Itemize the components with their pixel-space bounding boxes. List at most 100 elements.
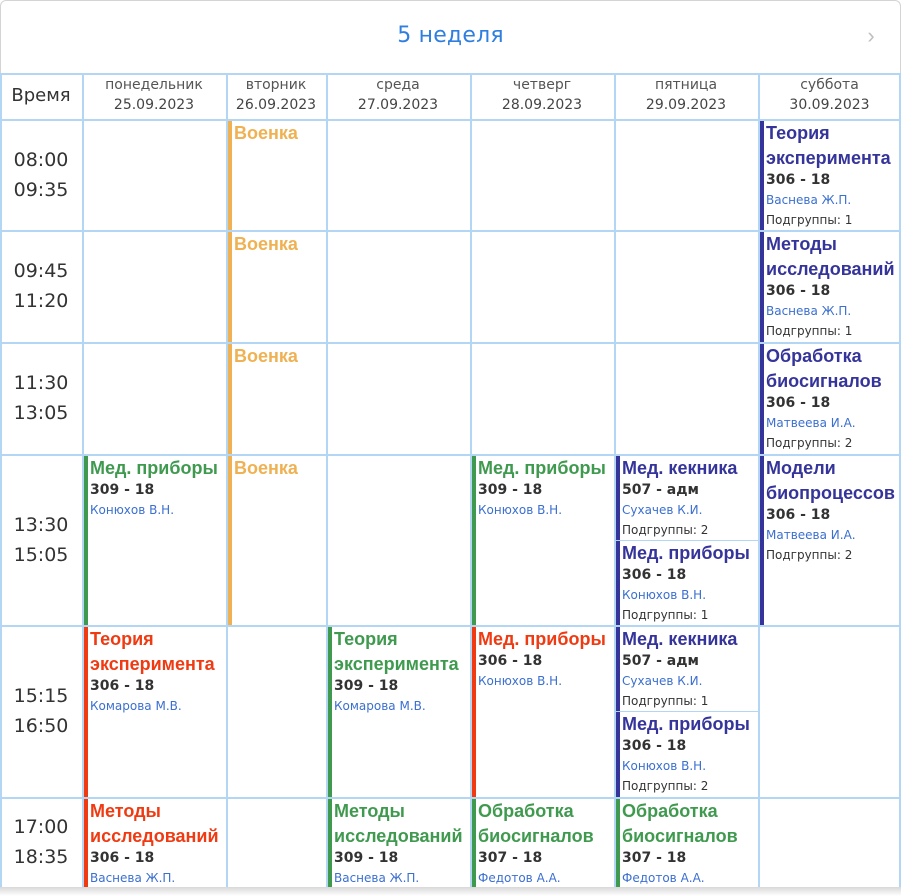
lesson-card[interactable]: Военка	[228, 232, 326, 342]
day-date: 30.09.2023	[789, 97, 870, 113]
chevron-right-icon[interactable]: ›	[867, 23, 875, 48]
lesson-card[interactable]: Военка	[228, 344, 326, 454]
lesson-color-bar	[84, 456, 88, 625]
grid-row-line	[0, 73, 901, 75]
lesson-card[interactable]: Военка	[228, 121, 326, 230]
lesson-subject: исследований	[334, 826, 463, 846]
lesson-teacher-link[interactable]: Сухачев К.И.	[622, 503, 703, 517]
lesson-teacher-link[interactable]: Конюхов В.Н.	[90, 503, 175, 517]
lesson-teacher-link[interactable]: Васнева Ж.П.	[90, 871, 176, 885]
lesson-teacher-link[interactable]: Васнева Ж.П.	[334, 871, 420, 885]
lesson-room: 306 - 18	[478, 653, 543, 669]
lesson-color-bar	[228, 121, 232, 230]
grid-column-line	[326, 73, 328, 887]
lesson-subgroup: Подгруппы: 2	[622, 779, 709, 793]
lesson-subject: Мед. приборы	[90, 458, 218, 478]
lesson-room: 309 - 18	[334, 850, 399, 866]
lesson-card[interactable]: Военка	[228, 456, 326, 625]
lesson-teacher-link[interactable]: Матвеева И.А.	[766, 416, 856, 430]
lesson-subject: Обработка	[622, 801, 718, 821]
lesson-content: Военка	[234, 121, 326, 230]
lesson-room: 309 - 18	[478, 482, 543, 498]
lesson-subject: Мед. кекника	[622, 458, 738, 478]
grid-column-line	[470, 73, 472, 887]
lesson-subject: Военка	[234, 234, 298, 254]
lesson-subgroup: Подгруппы: 1	[766, 324, 853, 338]
day-name: вторник	[245, 77, 307, 93]
lesson-teacher-link[interactable]: Федотов А.А.	[622, 871, 705, 885]
split-separator	[616, 540, 758, 541]
lesson-teacher-link[interactable]: Сухачев К.И.	[622, 674, 703, 688]
lesson-teacher-link[interactable]: Васнева Ж.П.	[766, 304, 852, 318]
lesson-subgroup: Подгруппы: 1	[766, 213, 853, 227]
lesson-subject: биосигналов	[478, 826, 594, 846]
lesson-room: 507 - адм	[622, 482, 699, 498]
lesson-teacher-link[interactable]: Конюхов В.Н.	[622, 588, 707, 602]
lesson-color-bar	[616, 799, 620, 887]
grid-column-line	[0, 73, 2, 887]
lesson-content: Военка	[234, 456, 326, 625]
day-date: 28.09.2023	[501, 97, 583, 113]
lesson-subgroup: Подгруппы: 2	[622, 523, 709, 537]
lesson-teacher-link[interactable]: Комарова М.В.	[334, 699, 426, 713]
lesson-room: 306 - 18	[766, 395, 831, 411]
lesson-teacher-link[interactable]: Матвеева И.А.	[766, 528, 856, 542]
slot-end-time: 18:35	[13, 846, 69, 868]
lesson-teacher-link[interactable]: Конюхов В.Н.	[622, 759, 707, 773]
lesson-room: 306 - 18	[622, 738, 687, 754]
time-column-header-label: Время	[11, 85, 71, 106]
lesson-teacher-link[interactable]: Конюхов В.Н.	[478, 503, 563, 517]
bottom-shadow	[0, 887, 901, 896]
lesson-subject: эксперимента	[90, 654, 215, 674]
lesson-subject: эксперимента	[334, 654, 459, 674]
lesson-teacher-link[interactable]: Васнева Ж.П.	[766, 193, 852, 207]
lesson-teacher-link[interactable]: Комарова М.В.	[90, 699, 182, 713]
lesson-subject: Военка	[234, 346, 298, 366]
lesson-color-bar	[616, 712, 620, 797]
slot-start-time: 09:45	[13, 260, 69, 282]
lesson-teacher-link[interactable]: Конюхов В.Н.	[478, 674, 563, 688]
lesson-room: 309 - 18	[334, 678, 399, 694]
lesson-room: 307 - 18	[622, 850, 687, 866]
lesson-color-bar	[328, 627, 332, 797]
lesson-subject: исследований	[766, 259, 895, 279]
lesson-color-bar	[616, 456, 620, 540]
lesson-color-bar	[760, 344, 764, 454]
grid-column-line	[82, 73, 84, 887]
lesson-subject: Методы	[766, 234, 837, 254]
slot-end-time: 15:05	[13, 543, 69, 566]
lesson-teacher-link[interactable]: Федотов А.А.	[478, 871, 561, 885]
day-name: среда	[376, 77, 420, 93]
